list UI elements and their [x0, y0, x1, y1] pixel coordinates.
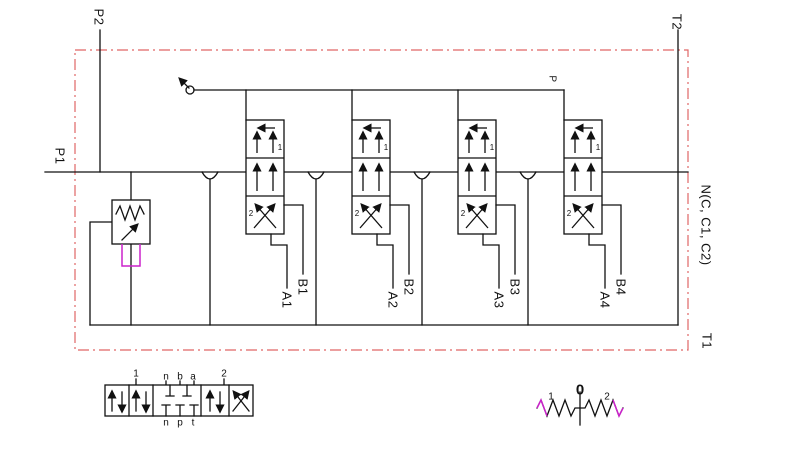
legend-valve-box — [104, 384, 254, 417]
legend-label-t-bottom: t — [191, 417, 195, 429]
relief-valve-box — [111, 199, 151, 245]
relief-valve — [111, 171, 151, 326]
relief-arrow — [121, 223, 139, 241]
spring-left-accent — [536, 398, 548, 417]
pilot-vent-circle — [185, 85, 195, 95]
legend-cross-line — [232, 389, 250, 412]
valve-section-3: 1 2 — [413, 89, 516, 326]
port-label-b2: B2 — [401, 278, 417, 296]
legend-label-1: 1 — [133, 368, 139, 380]
spring-label-0: 0 — [575, 381, 585, 399]
valve-section-2: 1 2 — [307, 89, 410, 326]
port-label-t2: T2 — [669, 13, 685, 31]
valve-section-4: 1 2 — [519, 89, 622, 326]
legend-blocked-port-bottom — [161, 404, 199, 417]
port-label-p1: P1 — [52, 147, 68, 165]
position-label-1: 1 — [596, 143, 601, 152]
port-label-t1: T1 — [699, 332, 715, 350]
port-a-line — [376, 233, 394, 289]
legend-label-p-bottom: p — [177, 417, 183, 429]
port-b-line — [495, 204, 516, 275]
port-b-line — [389, 204, 410, 275]
valve-section-1: 1 2 — [201, 89, 304, 326]
pilot-line — [178, 77, 565, 95]
port-label-a1: A1 — [279, 291, 295, 309]
legend-spring-symbol — [536, 391, 624, 426]
port-label-b1: B1 — [295, 278, 311, 296]
port-a-line — [270, 233, 288, 289]
port-label-a2: A2 — [385, 291, 401, 309]
port-a-line — [482, 233, 500, 289]
legend-tick-marks — [135, 378, 225, 385]
spring-label-1: 1 — [548, 391, 554, 403]
bypass-arc — [201, 171, 219, 180]
position-label-2: 2 — [249, 209, 254, 218]
legend-label-2: 2 — [221, 368, 227, 380]
port-label-p2: P2 — [91, 8, 107, 26]
bypass-arc — [307, 171, 325, 180]
position-label-1: 1 — [384, 143, 389, 152]
legend-label-n-top: n — [163, 371, 169, 383]
valve-body-boundary — [74, 49, 689, 351]
relief-spring — [115, 204, 145, 222]
port-label-a3: A3 — [491, 291, 507, 309]
legend-cross-line — [232, 389, 250, 412]
position-label-1: 1 — [490, 143, 495, 152]
position-label-2: 2 — [355, 209, 360, 218]
position-label-1: 1 — [278, 143, 283, 152]
port-b-line — [283, 204, 304, 275]
pilot-label-p: P — [546, 75, 558, 83]
bypass-arc — [413, 171, 431, 180]
port-label-b4: B4 — [613, 278, 629, 296]
port-label-n: N(C, C1, C2) — [698, 184, 714, 266]
tank-left-riser — [89, 221, 113, 326]
position-label-2: 2 — [461, 209, 466, 218]
port-label-a4: A4 — [597, 291, 613, 309]
legend-label-a-top: a — [190, 371, 196, 383]
port-b-line — [601, 204, 622, 275]
position-label-2: 2 — [567, 209, 572, 218]
port-label-b3: B3 — [507, 278, 523, 296]
spring-right-accent — [612, 399, 624, 418]
spring-label-2: 2 — [604, 391, 610, 403]
relief-drain-loop — [121, 244, 141, 267]
bypass-arc — [519, 171, 537, 180]
legend-label-b-top: b — [177, 371, 183, 383]
legend-blocked-port-top — [165, 384, 192, 397]
pilot-vent-arrow — [178, 77, 190, 89]
legend-label-n-bottom: n — [163, 417, 169, 429]
port-a-line — [588, 233, 606, 289]
legend-valve-symbol — [104, 378, 254, 417]
